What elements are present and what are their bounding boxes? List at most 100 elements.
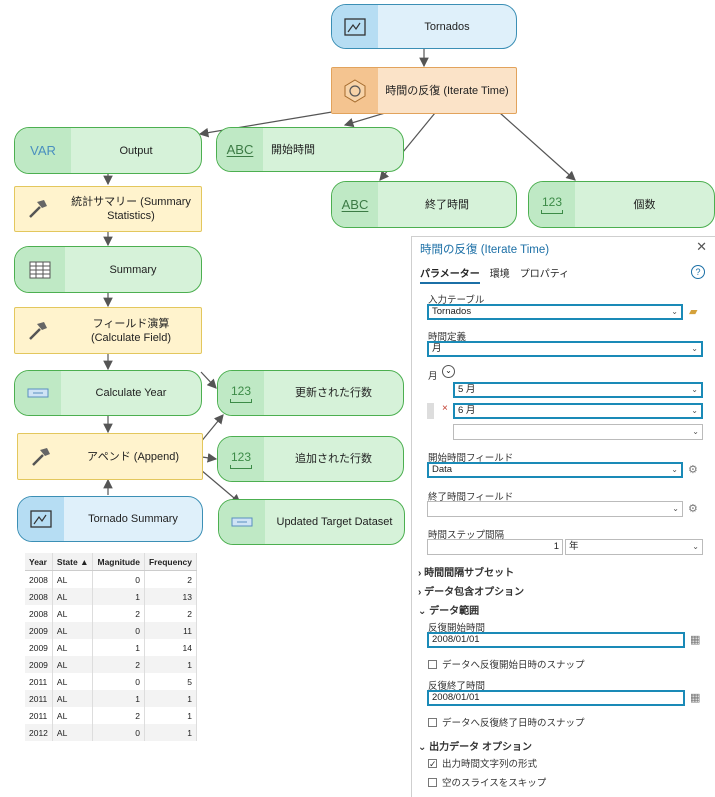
input-table-field[interactable]: Tornados ⌄ <box>427 304 683 320</box>
node-tornado-summary[interactable]: Tornado Summary <box>17 496 203 542</box>
close-icon[interactable]: ✕ <box>696 239 707 254</box>
node-updated-rows[interactable]: 123 更新された行数 <box>217 370 404 416</box>
checkbox-unchecked[interactable] <box>428 717 437 727</box>
month-3-field[interactable]: ⌄ <box>453 424 703 440</box>
time-definition-field[interactable]: 月⌄ <box>427 341 703 357</box>
table-cell: 2011 <box>25 690 53 707</box>
skip-empty-label: 空のスライスをスキップ <box>442 778 547 789</box>
node-appended-rows[interactable]: 123 追加された行数 <box>217 436 404 482</box>
col-state[interactable]: State ▲ <box>52 553 94 571</box>
section-subset-label: 時間間隔サブセット <box>424 568 515 579</box>
drag-handle[interactable] <box>427 403 434 419</box>
calendar-icon[interactable]: ▦ <box>690 634 701 646</box>
num-text: 123 <box>230 383 252 398</box>
chevron-down-icon[interactable]: ⌄ <box>671 465 678 474</box>
expand-icon[interactable]: ⌄ <box>442 365 455 378</box>
table-header-row: Year State ▲ Magnitude Frequency <box>25 553 197 571</box>
time-definition-value: 月 <box>432 343 442 354</box>
node-start-time[interactable]: ABC 開始時間 <box>216 127 404 172</box>
output-string-label: 出力時間文字列の形式 <box>442 759 538 770</box>
chevron-down-icon[interactable]: ⌄ <box>672 504 679 513</box>
table-cell: AL <box>52 588 94 605</box>
node-label: Tornados <box>424 20 470 33</box>
month-2-field[interactable]: 6 月⌄ <box>453 403 703 419</box>
chevron-down-icon[interactable]: ⌄ <box>691 406 698 415</box>
node-append[interactable]: アペンド (Append) <box>17 433 203 480</box>
table-cell: 2012 <box>25 724 53 741</box>
tab-parameters[interactable]: パラメーター <box>420 265 480 284</box>
gear-icon[interactable]: ⚙ <box>688 503 698 515</box>
gear-icon[interactable]: ⚙ <box>688 464 698 476</box>
snap-start-checkbox[interactable]: データへ反復開始日時のスナップ <box>428 657 585 671</box>
checkbox-unchecked[interactable] <box>428 777 437 787</box>
end-field-select[interactable]: ⌄ <box>427 501 683 517</box>
folder-icon[interactable]: ▰ <box>689 306 698 318</box>
input-table-value: Tornados <box>432 306 472 317</box>
checkbox-checked[interactable]: ✓ <box>428 758 437 769</box>
output-string-checkbox[interactable]: ✓ 出力時間文字列の形式 <box>428 756 537 770</box>
node-label: 追加された行数 <box>295 453 372 465</box>
skip-empty-checkbox[interactable]: 空のスライスをスキップ <box>428 775 546 789</box>
iter-end-input[interactable]: 2008/01/01 <box>427 690 685 706</box>
month-1-field[interactable]: 5 月⌄ <box>453 382 703 398</box>
chevron-down-icon[interactable]: ⌄ <box>671 307 678 316</box>
node-updated-target[interactable]: Updated Target Dataset <box>218 499 405 545</box>
node-summary-statistics[interactable]: 統計サマリー (Summary Statistics) <box>14 186 202 232</box>
tab-properties[interactable]: プロパティ <box>519 269 570 280</box>
table-icon <box>15 247 65 292</box>
node-output[interactable]: VAR Output <box>14 127 202 174</box>
end-field-label: 終了時間フィールド <box>428 492 514 503</box>
tab-environments[interactable]: 環境 <box>489 269 510 280</box>
chevron-down-icon[interactable]: ⌄ <box>692 542 699 551</box>
node-iterate-time[interactable]: 時間の反復 (Iterate Time) <box>331 67 517 114</box>
section-output[interactable]: ⌄ 出力データ オプション <box>418 742 532 753</box>
input-table-label: 入力テーブル <box>428 295 485 306</box>
calendar-icon[interactable]: ▦ <box>690 692 701 704</box>
node-end-time[interactable]: ABC 終了時間 <box>331 181 517 228</box>
node-count[interactable]: 123 個数 <box>528 181 715 228</box>
start-field-select[interactable]: Data⌄ <box>427 462 683 478</box>
section-data-inclusion[interactable]: › データ包含オプション <box>418 587 525 598</box>
help-icon[interactable]: ? <box>691 265 705 279</box>
table-cell: 2009 <box>25 656 53 673</box>
node-label: Output <box>119 144 153 157</box>
string-icon: ABC <box>217 128 263 171</box>
col-magnitude[interactable]: Magnitude <box>92 553 145 571</box>
expression-icon <box>219 500 265 544</box>
checkbox-unchecked[interactable] <box>428 659 437 669</box>
table-cell: AL <box>52 605 94 622</box>
iter-start-input[interactable]: 2008/01/01 <box>427 632 685 648</box>
chevron-down-icon[interactable]: ⌄ <box>692 427 699 436</box>
table-cell: 2 <box>144 570 197 588</box>
chevron-down-icon[interactable]: ⌄ <box>691 344 698 353</box>
remove-icon[interactable]: × <box>442 403 448 414</box>
time-step-unit[interactable]: 年⌄ <box>565 539 703 555</box>
col-frequency[interactable]: Frequency <box>144 553 197 571</box>
col-year[interactable]: Year <box>25 553 53 571</box>
hammer-icon <box>15 308 61 353</box>
node-summary[interactable]: Summary <box>14 246 202 293</box>
node-calculate-year[interactable]: Calculate Year <box>14 370 202 416</box>
table-cell: 2 <box>92 707 145 724</box>
node-tornados[interactable]: Tornados <box>331 4 517 49</box>
time-step-input[interactable]: 1 <box>427 539 563 555</box>
section-data-range[interactable]: ⌄ データ範囲 <box>418 606 480 617</box>
section-subset[interactable]: › 時間間隔サブセット <box>418 568 515 579</box>
string-icon: ABC <box>332 182 378 227</box>
snap-end-checkbox[interactable]: データへ反復終了日時のスナップ <box>428 715 585 729</box>
chevron-down-icon[interactable]: ⌄ <box>691 385 698 394</box>
table-cell: 2 <box>92 656 145 673</box>
number-icon: 123 <box>529 182 575 227</box>
node-calculate-field[interactable]: フィールド演算 (Calculate Field) <box>14 307 202 354</box>
